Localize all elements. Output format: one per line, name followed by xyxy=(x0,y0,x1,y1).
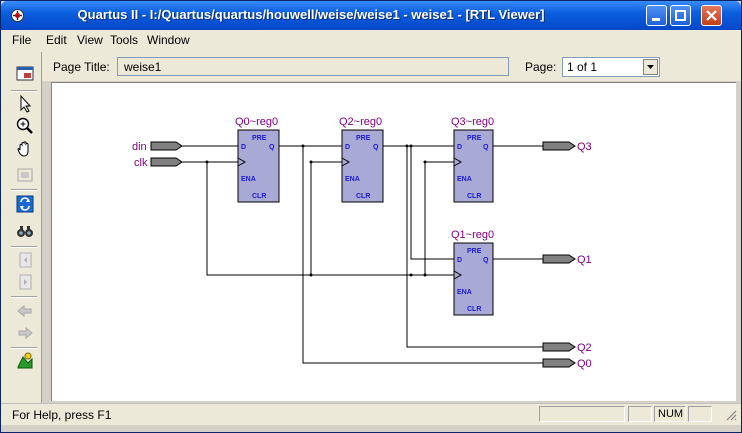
svg-text:Q: Q xyxy=(483,257,489,264)
q0-label: Q0 xyxy=(577,358,592,370)
svg-text:D: D xyxy=(241,144,246,151)
register-q2[interactable]: Q2~reg0 PRE D Q ENA CLR xyxy=(339,116,384,203)
svg-text:PRE: PRE xyxy=(356,135,371,142)
svg-text:PRE: PRE xyxy=(252,135,267,142)
page-title-label: Page Title: xyxy=(53,60,110,74)
page-next-icon xyxy=(19,274,32,290)
output-port-q1: Q1 xyxy=(542,254,592,266)
register-q2-name: Q2~reg0 xyxy=(339,116,382,128)
quartus-app-icon[interactable] xyxy=(10,8,25,23)
input-port-din: din xyxy=(132,141,183,153)
view-icon[interactable] xyxy=(15,64,35,84)
register-q0[interactable]: Q0~reg0 PRE D Q ENA CLR xyxy=(235,116,280,203)
status-num: NUM xyxy=(654,406,686,422)
window-title: Quartus II - I:/Quartus/quartus/houwell/… xyxy=(77,7,545,22)
page-title-field: weise1 xyxy=(117,57,509,76)
status-bar: For Help, press F1 NUM xyxy=(1,403,741,425)
pointer-icon[interactable] xyxy=(15,94,35,114)
clk-label: clk xyxy=(134,157,148,169)
output-port-q2: Q2 xyxy=(542,342,592,354)
status-pane-2 xyxy=(628,406,652,422)
svg-text:CLR: CLR xyxy=(356,193,370,200)
svg-text:Q: Q xyxy=(373,144,379,151)
left-toolbar xyxy=(1,52,42,404)
resize-grip-icon[interactable] xyxy=(725,409,737,421)
register-q3[interactable]: Q3~reg0 PRE D Q ENA CLR xyxy=(451,116,494,203)
find-icon[interactable] xyxy=(15,221,35,241)
status-pane-1 xyxy=(539,406,625,422)
menu-file[interactable]: File xyxy=(12,33,32,47)
menu-view[interactable]: View xyxy=(77,33,103,47)
svg-text:PRE: PRE xyxy=(467,135,482,142)
register-q0-name: Q0~reg0 xyxy=(235,116,278,128)
zoom-icon[interactable] xyxy=(15,116,35,136)
register-q3-name: Q3~reg0 xyxy=(451,116,494,128)
svg-text:CLR: CLR xyxy=(467,193,481,200)
q1-label: Q1 xyxy=(577,254,592,266)
menu-edit[interactable]: Edit xyxy=(46,33,67,47)
svg-text:PRE: PRE xyxy=(467,248,482,255)
page-select[interactable]: 1 of 1 xyxy=(562,57,660,77)
output-port-q3: Q3 xyxy=(542,141,592,153)
svg-text:CLR: CLR xyxy=(252,193,266,200)
register-q1[interactable]: Q1~reg0 PRE D Q ENA CLR xyxy=(451,229,494,316)
rtl-schematic: din clk Q3 Q1 Q2 Q0 xyxy=(132,116,592,370)
maximize-button[interactable] xyxy=(670,5,691,26)
svg-text:ENA: ENA xyxy=(457,176,472,183)
svg-text:ENA: ENA xyxy=(345,176,360,183)
svg-text:ENA: ENA xyxy=(241,176,256,183)
page-bar: Page Title: weise1 Page: 1 of 1 xyxy=(42,52,741,81)
output-port-q0: Q0 xyxy=(542,358,592,370)
svg-text:Q: Q xyxy=(269,144,275,151)
q3-label: Q3 xyxy=(577,141,592,153)
close-button[interactable] xyxy=(701,5,722,26)
menu-bar: File Edit View Tools Window xyxy=(1,30,741,52)
page-prev-icon xyxy=(19,252,32,268)
back-icon xyxy=(17,304,32,318)
register-q1-name: Q1~reg0 xyxy=(451,229,494,241)
tool-icon[interactable] xyxy=(15,351,35,371)
svg-text:D: D xyxy=(345,144,350,151)
status-help-text: For Help, press F1 xyxy=(12,408,112,422)
status-pane-4 xyxy=(688,406,712,422)
svg-text:D: D xyxy=(457,144,462,151)
hand-icon[interactable] xyxy=(15,139,35,159)
refresh-icon[interactable] xyxy=(15,194,35,214)
din-label: din xyxy=(132,141,147,153)
menu-window[interactable]: Window xyxy=(147,33,190,47)
input-port-clk: clk xyxy=(134,157,183,169)
svg-text:Q: Q xyxy=(483,144,489,151)
svg-text:D: D xyxy=(457,257,462,264)
schematic-canvas[interactable]: din clk Q3 Q1 Q2 Q0 xyxy=(51,82,736,401)
minimize-button[interactable] xyxy=(646,5,667,26)
fit-icon xyxy=(17,168,33,182)
menu-tools[interactable]: Tools xyxy=(110,33,139,47)
svg-text:CLR: CLR xyxy=(467,306,481,313)
chevron-down-icon xyxy=(647,65,654,69)
page-select-value: 1 of 1 xyxy=(567,60,598,74)
page-select-arrow[interactable] xyxy=(643,59,658,75)
forward-icon xyxy=(18,326,33,340)
title-bar[interactable]: Quartus II - I:/Quartus/quartus/houwell/… xyxy=(1,1,741,30)
svg-text:ENA: ENA xyxy=(457,289,472,296)
page-label: Page: xyxy=(525,60,557,74)
q2-label: Q2 xyxy=(577,342,592,354)
